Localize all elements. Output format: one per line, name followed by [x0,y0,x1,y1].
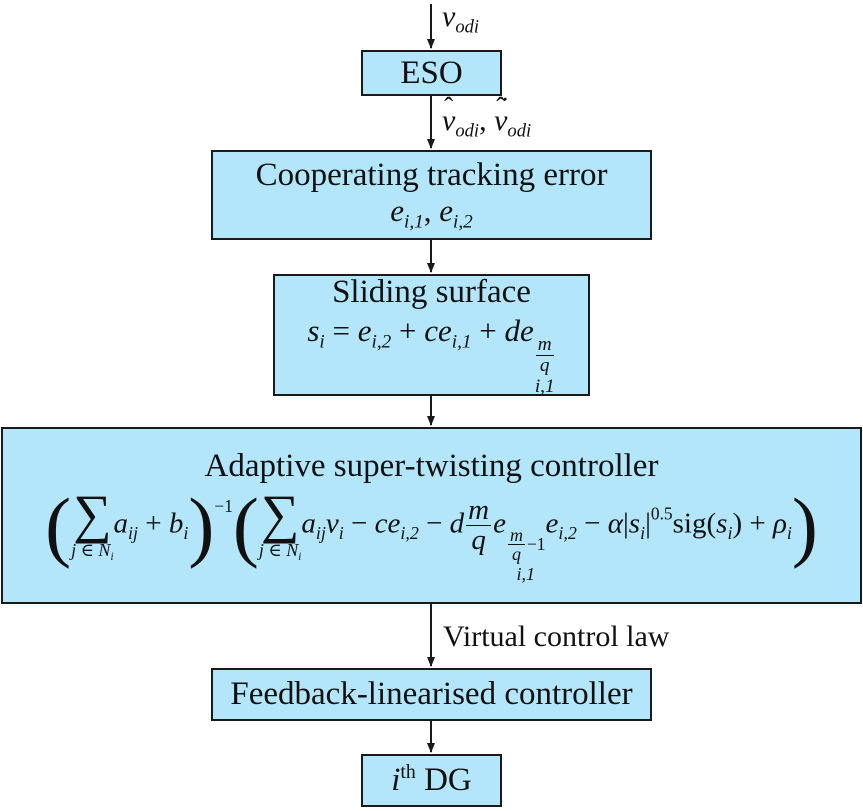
tracking-error-formula: ei,1, ei,2 [390,192,473,233]
dg-block: ith DG [361,754,502,807]
stc-title: Adaptive super-twisting controller [204,448,659,485]
virtual-control-label: Virtual control law [443,620,670,653]
feedback-controller-block: Feedback-linearised controller [211,668,652,721]
dg-label: ith DG [391,761,472,799]
tracking-error-block: Cooperating tracking error ei,1, ei,2 [211,150,652,240]
super-twisting-controller-block: Adaptive super-twisting controller (∑j ∈… [1,427,862,604]
input-signal-label: vodi [442,0,480,38]
feedback-controller-label: Feedback-linearised controller [230,676,633,713]
tracking-error-title: Cooperating tracking error [255,157,608,194]
eso-block: ESO [361,50,502,96]
eso-label: ESO [400,54,463,91]
sliding-surface-title: Sliding surface [332,273,531,310]
